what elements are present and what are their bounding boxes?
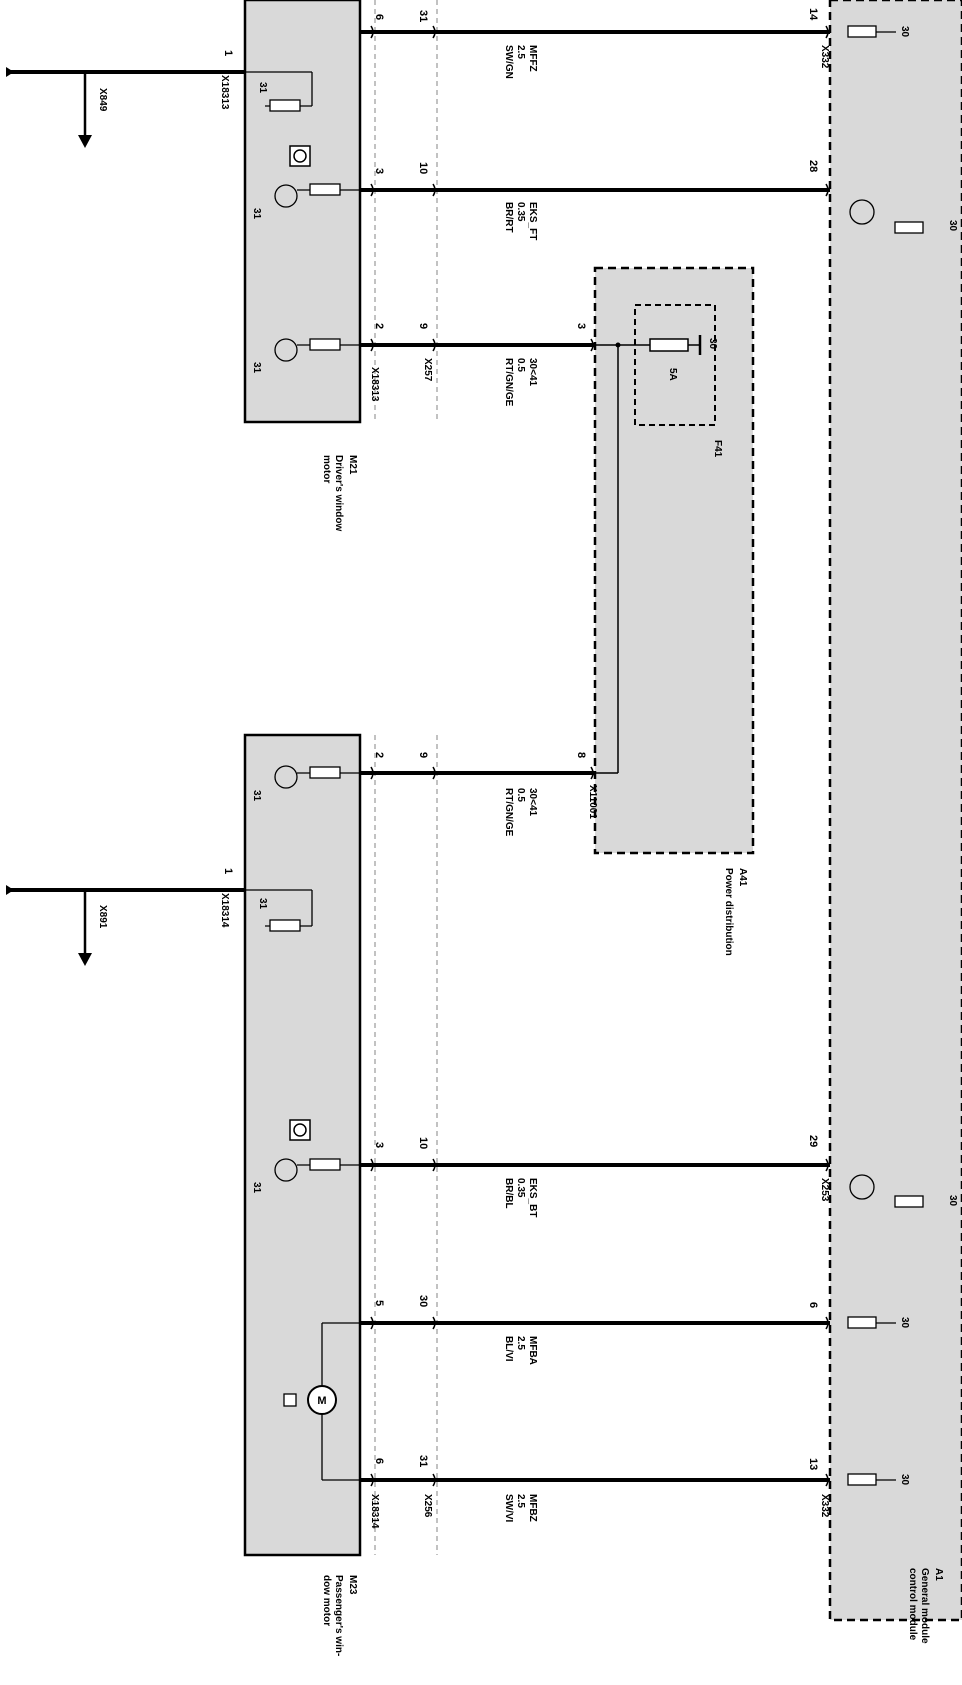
- wire3-pin-conn: 9: [417, 323, 429, 329]
- wire7-pin-conn: 31: [417, 1455, 429, 1467]
- wire3-pin-motor: 2: [373, 323, 385, 329]
- wire1-pin-conn: 31: [417, 10, 429, 22]
- fuse-box: [634, 304, 716, 426]
- general-module-box: [828, 0, 962, 1622]
- transistor-symbols: [274, 183, 360, 1182]
- passenger-motor-box: [243, 733, 362, 1557]
- wire7-color: SW/VI: [503, 1494, 514, 1523]
- a1-line1: General module: [919, 1568, 930, 1644]
- term-30-b: 30: [947, 220, 958, 232]
- wire1-pin-gm: 14: [807, 8, 819, 21]
- gm-resistors: [847, 25, 924, 1486]
- motor-m-label: M: [317, 1395, 326, 1407]
- a41-name: Power distribution: [723, 868, 734, 956]
- wire3-name: 30<41: [527, 358, 538, 387]
- motor-icon: M: [283, 1322, 360, 1481]
- wire4-pin-conn: 9: [417, 752, 429, 758]
- driver-motor-box: [243, 0, 362, 424]
- wire5-name: EKS_BT: [527, 1178, 538, 1217]
- a1-id: A1: [933, 1568, 944, 1581]
- term-31-d: 31: [257, 898, 268, 910]
- wire6-name: MFBA: [527, 1336, 538, 1365]
- a1-line2: control module: [907, 1568, 918, 1641]
- term-30-d: 30: [899, 1317, 910, 1329]
- wire7-name: MFBZ: [527, 1494, 538, 1522]
- term-30-c: 30: [947, 1195, 958, 1207]
- conn-x18313-top: X18313: [219, 75, 230, 110]
- fuse-term: 30: [707, 338, 718, 350]
- wire4-pin-motor: 2: [373, 752, 385, 758]
- wire1-pin-motor: 6: [373, 14, 385, 20]
- fuse-id: F41: [712, 440, 723, 458]
- ground-ref-top: X849: [97, 88, 108, 112]
- wire5-conn-gm: X253: [819, 1178, 830, 1202]
- wire7-pin-motor: 6: [373, 1458, 385, 1464]
- pin-ground-top: 1: [222, 50, 234, 56]
- wire3-pin-pd: 3: [575, 323, 587, 329]
- wire6-pin-conn: 30: [417, 1295, 429, 1307]
- wire6-color: BL/VI: [503, 1336, 514, 1362]
- conn-x18313-bottom: X18313: [369, 367, 380, 402]
- wire2-name: EKS_FT: [527, 202, 538, 240]
- conn-x18314-bottom: X18314: [369, 1494, 380, 1529]
- wire5-color: BR/BL: [503, 1178, 514, 1209]
- wire7-conn-mid: X256: [422, 1494, 433, 1518]
- wire7-pin-gm: 13: [807, 1458, 819, 1470]
- wire4-size: 0.5: [515, 788, 526, 802]
- wire2-pin-motor: 3: [373, 168, 385, 174]
- wire2-pin-conn: 10: [417, 162, 429, 174]
- wire4-pin-pd: 8: [575, 752, 587, 758]
- wire6-pin-motor: 5: [373, 1300, 385, 1306]
- wire5-pin-gm: 29: [807, 1135, 819, 1147]
- wire1-conn-gm: X332: [819, 45, 830, 69]
- wire5-pin-motor: 3: [373, 1142, 385, 1148]
- term-30-a: 30: [899, 26, 910, 38]
- term-31-b: 31: [251, 208, 262, 220]
- wire4-name: 30<41: [527, 788, 538, 817]
- wire5-size: 0.35: [515, 1178, 526, 1198]
- hall-sensor-icon: [289, 145, 311, 1141]
- wire6-size: 2.5: [515, 1336, 526, 1350]
- m23-line2: dow motor: [321, 1575, 332, 1626]
- wire4-color: RT/GN/GE: [503, 788, 514, 837]
- m23-id: M23: [347, 1575, 358, 1595]
- wire6-pin-gm: 6: [807, 1302, 819, 1308]
- m23-line1: Passenger's win-: [333, 1575, 344, 1656]
- term-31-a: 31: [257, 82, 268, 94]
- ground-arrow-bottom: [78, 953, 92, 966]
- wire2-size: 0.35: [515, 202, 526, 222]
- power-distribution-box: [593, 266, 755, 855]
- conn-x18314-top: X18314: [219, 893, 230, 928]
- wire1-color: SW/GN: [503, 45, 514, 79]
- wire7-size: 2.5: [515, 1494, 526, 1508]
- ground-arrow-top: [78, 135, 92, 148]
- a41-id: A41: [737, 868, 748, 887]
- conn-x11001: X11001: [587, 785, 598, 819]
- m21-id: M21: [347, 455, 358, 475]
- wire3-size: 0.5: [515, 358, 526, 372]
- m21-line2: motor: [321, 455, 332, 483]
- wire5-pin-conn: 10: [417, 1137, 429, 1149]
- term-31-e: 31: [251, 790, 262, 802]
- wire3-color: RT/GN/GE: [503, 358, 514, 407]
- wire2-color: BR/RT: [503, 202, 514, 233]
- wire2-pin-gm: 28: [807, 160, 819, 172]
- pin-ground-bottom: 1: [222, 868, 234, 874]
- term-30-e: 30: [899, 1474, 910, 1486]
- fuse-rating: 5A: [667, 368, 678, 381]
- m21-line1: Driver's window: [333, 455, 344, 532]
- wire7-conn-gm: X332: [819, 1494, 830, 1518]
- term-31-c: 31: [251, 362, 262, 374]
- wire3-conn-mid: X257: [422, 358, 433, 382]
- wire1-name: MFFZ: [527, 45, 538, 72]
- term-31-f: 31: [251, 1182, 262, 1194]
- wire1-size: 2.5: [515, 45, 526, 59]
- ground-ref-bottom: X891: [97, 905, 108, 929]
